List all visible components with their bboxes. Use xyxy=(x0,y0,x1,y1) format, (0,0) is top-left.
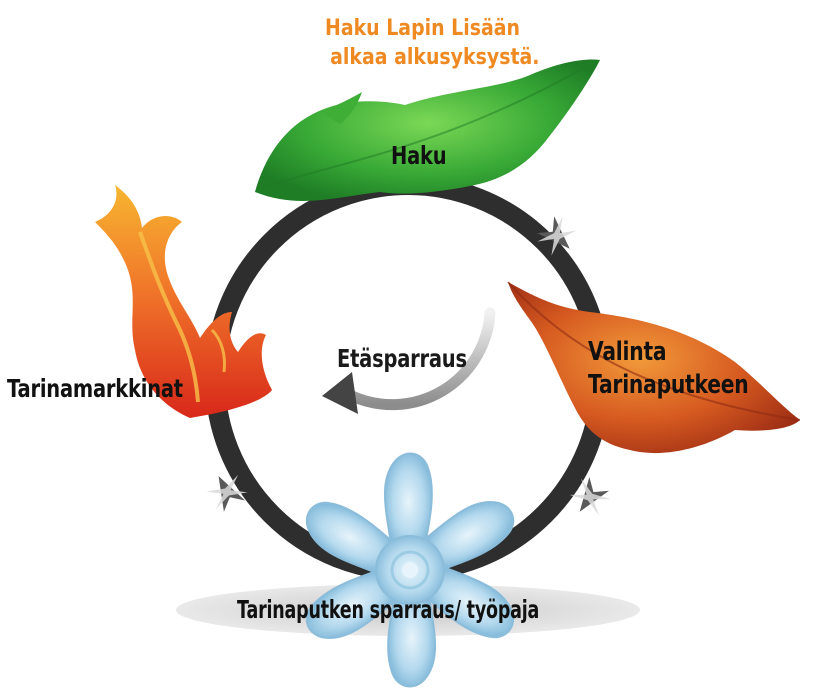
stage-label-valinta: Valinta Tarinaputkeen xyxy=(588,336,749,402)
note-line-1: Haku Lapin Lisään xyxy=(325,16,520,41)
stage-label-valinta-line-1: Valinta xyxy=(588,337,667,367)
stage-label-valinta-line-2: Tarinaputkeen xyxy=(588,370,749,400)
flame-icon xyxy=(95,185,272,418)
orange-leaf-icon xyxy=(507,281,801,454)
snowflake-icon xyxy=(305,452,515,688)
stage-label-haku: Haku xyxy=(391,141,447,170)
ring-arrow-right-icon xyxy=(537,216,577,256)
ring-arrow-left-icon xyxy=(206,474,248,512)
stage-label-tarinamarkkinat: Tarinamarkkinat xyxy=(7,374,183,403)
ring-arrow-bottomright-icon xyxy=(569,477,611,516)
center-label-etasparraus: Etäsparraus xyxy=(337,344,467,373)
etasparraus-arrowhead-icon xyxy=(322,372,358,414)
etasparraus-arc xyxy=(346,307,496,411)
note-line-2: alkaa alkusyksystä. xyxy=(330,45,540,70)
stage-label-sparraus: Tarinaputken sparraus/ työpaja xyxy=(237,595,540,624)
green-leaf-icon xyxy=(255,59,600,201)
note-text: Haku Lapin Lisään alkaa alkusyksystä. xyxy=(325,14,539,72)
